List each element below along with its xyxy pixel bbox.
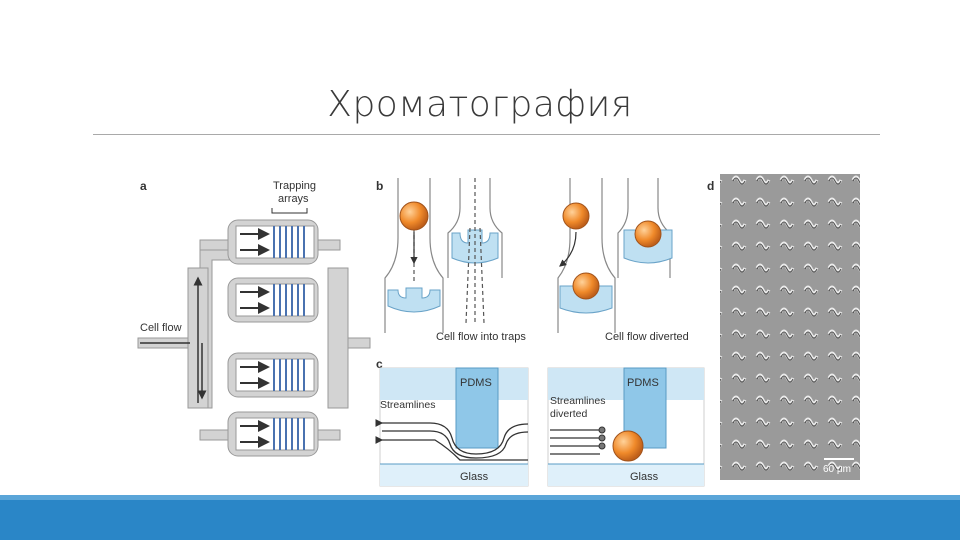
streamlines-diverted-line1: Streamlines	[550, 395, 605, 407]
glass-left: Glass	[460, 471, 489, 483]
panel-c-letter: c	[376, 357, 383, 371]
streamlines-diverted-line2: diverted	[550, 408, 588, 420]
trapping-label: Trapping	[273, 180, 316, 192]
cell-flow-label: Cell flow	[140, 322, 182, 334]
panel-a: a Trapping arrays Cell flow	[137, 179, 371, 457]
glass-right: Glass	[630, 471, 659, 483]
arrays-label: arrays	[278, 193, 309, 205]
caption-diverted: Cell flow diverted	[605, 331, 689, 343]
pdms-right: PDMS	[627, 377, 659, 389]
trap-chambers	[227, 219, 319, 457]
micrograph-image	[720, 174, 860, 480]
panel-c: c PDMS Streamlines Glass PDMS Streamline…	[375, 357, 705, 487]
streamlines-left: Streamlines	[380, 399, 435, 411]
caption-into-traps: Cell flow into traps	[436, 331, 526, 343]
panel-b-letter: b	[376, 179, 383, 193]
panel-d-letter: d	[707, 179, 714, 193]
panel-d: d 60 μm	[707, 174, 860, 480]
footer-accent-line	[0, 495, 960, 500]
microfluidic-figure: a Trapping arrays Cell flow	[137, 174, 860, 487]
scale-bar-label: 60 μm	[823, 464, 851, 475]
panel-a-letter: a	[140, 179, 147, 193]
slide-title: Хроматография	[327, 84, 633, 125]
panel-b: b Cell flow into traps	[376, 178, 689, 343]
title-divider	[93, 134, 880, 135]
pdms-left: PDMS	[460, 377, 492, 389]
footer-bar	[0, 500, 960, 540]
